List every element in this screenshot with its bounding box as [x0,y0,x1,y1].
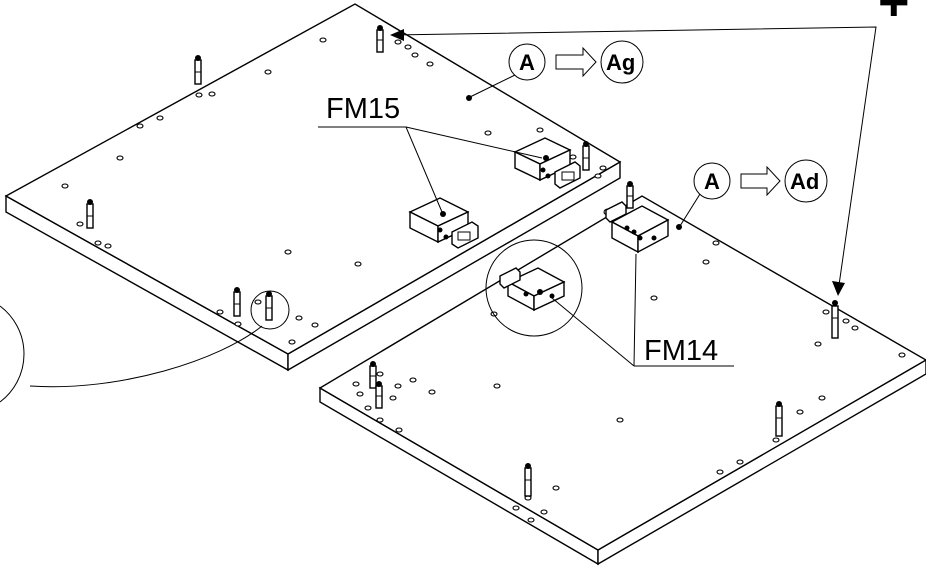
left-panel-holes [61,37,607,345]
detail-circle-left [250,290,290,330]
arrow-head-down [832,281,845,296]
dowel [86,199,94,229]
dowel [775,401,783,437]
fm14-bracket-upper [605,201,670,254]
dowel [194,55,202,85]
variant-callout-right: A Ad [676,159,828,230]
transform-arrow-top-icon [555,46,597,78]
fm14-bracket-lower [499,267,566,312]
dowel [831,300,839,339]
plus-icon: + [878,0,910,32]
dowel [369,361,377,389]
ag-label: Ag [606,50,635,75]
dowel-arrows [390,26,877,296]
detail-magnifier-arc [0,305,25,403]
dowel [626,181,634,209]
right-panel-holes [352,208,906,523]
left-panel-top-face [4,3,622,355]
fm14-callout: FM14 [551,253,734,367]
dowel [265,291,273,321]
a-top-label: A [519,50,535,75]
arrow-head-left [390,29,404,41]
detail-circle-right [485,239,583,337]
dowel [524,463,532,497]
variant-callout-top: A Ag [466,40,644,101]
detail-leader-line [29,325,263,388]
right-panel-dowels [369,181,839,497]
fm14-label: FM14 [644,335,718,367]
right-panel [318,181,926,566]
fm15-label: FM15 [326,93,400,125]
left-panel-dowels [86,25,590,321]
ad-label: Ad [790,169,819,194]
dowel [233,287,241,317]
dowel [375,381,383,409]
fm15-bracket-upper [513,137,581,189]
dowel [582,141,590,171]
fm15-bracket-lower [408,197,479,249]
right-panel-top-face [318,195,926,551]
fm15-callout: FM15 [318,93,543,213]
dowel [376,25,384,53]
left-panel [4,3,622,372]
transform-arrow-right-icon [740,165,781,197]
a-right-label: A [704,169,720,194]
